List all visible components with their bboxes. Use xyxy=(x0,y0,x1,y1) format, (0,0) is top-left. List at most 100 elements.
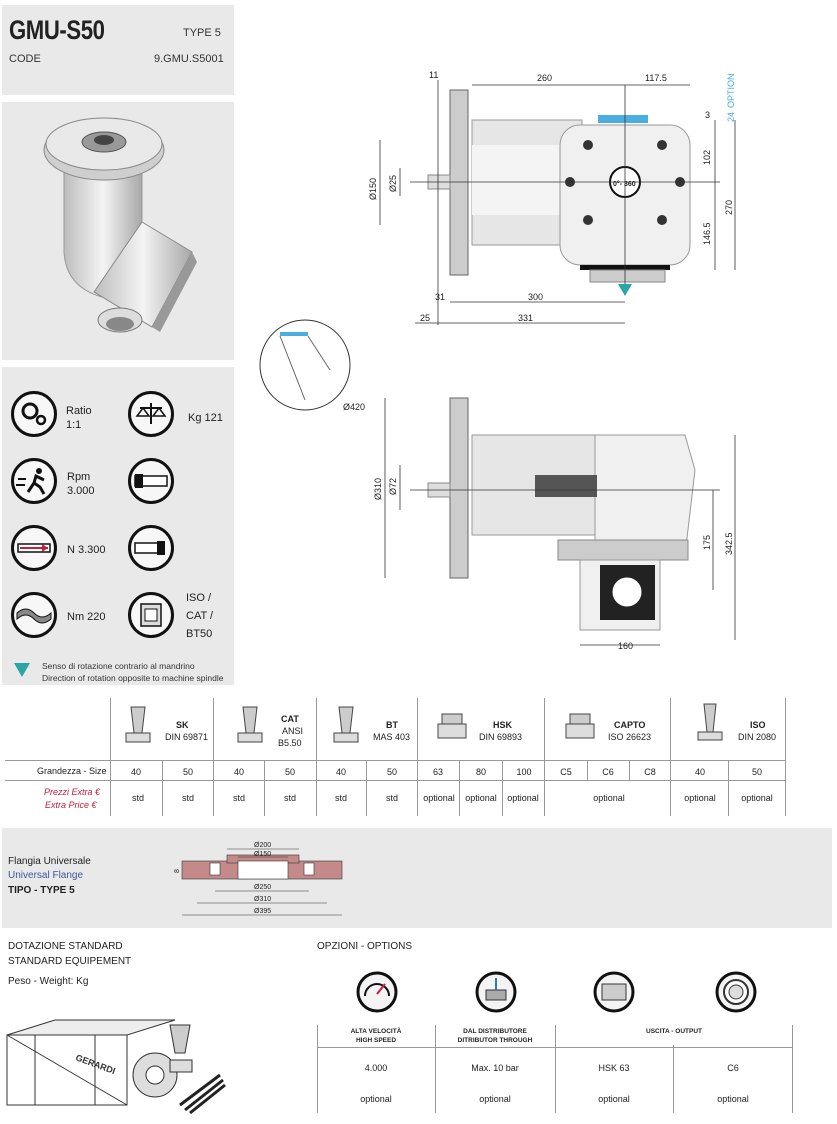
size-label: Grandezza - Size xyxy=(37,766,107,776)
rotation-note-it: Senso di rotazione contrario al mandrino xyxy=(42,661,195,671)
price-0: std xyxy=(131,793,144,803)
model-title: GMU-S50 xyxy=(9,15,105,45)
dim-d150: Ø150 xyxy=(368,178,378,200)
flange-label-it: Flangia Universale xyxy=(8,856,91,867)
rpm-label: Rpm xyxy=(67,471,91,483)
iso-line2: CAT / xyxy=(186,610,214,622)
scale-icon xyxy=(128,391,174,437)
price-11: optional xyxy=(741,793,773,803)
technical-drawing: 11 260 117.5 OPTION 24 3 102 270 146.5 Ø… xyxy=(259,70,736,650)
product-photo-panel xyxy=(2,102,234,360)
flange-d8: 8 xyxy=(174,869,181,873)
iso-sub: DIN 2080 xyxy=(738,732,777,742)
specs-panel: Ratio 1:1 Kg 121 Rpm 3.000 N 3.300 Nm 22… xyxy=(2,367,234,685)
ratio-label: Ratio xyxy=(66,405,92,417)
dim-d310: Ø310 xyxy=(373,478,383,500)
rpm-value: 3.000 xyxy=(67,485,95,497)
force-value: N 3.300 xyxy=(67,544,106,556)
size-9: C5 xyxy=(560,767,572,777)
price-6: optional xyxy=(423,793,455,803)
opt-high-speed-it: ALTA VELOCITÀ xyxy=(350,1028,402,1035)
dim-160: 160 xyxy=(618,641,633,650)
dim-option: OPTION xyxy=(726,73,736,108)
size-6: 63 xyxy=(432,767,443,777)
opt-output: USCITA - OUTPUT xyxy=(646,1028,702,1035)
size-12: 40 xyxy=(694,767,705,777)
size-3: 50 xyxy=(284,767,295,777)
flange-panel: Flangia Universale Universal Flange TIPO… xyxy=(2,828,832,928)
product-image xyxy=(43,117,197,333)
opt-distributor-en: DITRIBUTOR THROUGH xyxy=(457,1037,533,1044)
opt-price-1: optional xyxy=(360,1094,392,1104)
hsk-icon xyxy=(437,713,467,739)
iso-icon xyxy=(697,703,723,741)
price-8: optional xyxy=(507,793,539,803)
capto-icon xyxy=(565,713,595,739)
equipment-image: GERARDI xyxy=(6,1019,226,1115)
taper-interface-icon xyxy=(128,592,174,638)
opt-value-2: Max. 10 bar xyxy=(471,1063,519,1073)
cat-sub2: B5.50 xyxy=(278,738,302,748)
cat-sub: ANSI xyxy=(282,726,304,736)
size-4: 40 xyxy=(335,767,346,777)
runner-icon xyxy=(11,458,57,504)
size-13: 50 xyxy=(751,767,762,777)
bt-icon xyxy=(333,706,359,743)
bt-name: BT xyxy=(386,720,398,730)
flange-d250: Ø250 xyxy=(254,884,271,891)
opt-price-3: optional xyxy=(598,1094,630,1104)
hsk-output-icon xyxy=(593,971,635,1013)
drawbar-icon xyxy=(128,525,174,571)
dim-117-5: 117.5 xyxy=(645,73,667,83)
dim-300: 300 xyxy=(528,292,543,302)
price-4: std xyxy=(334,793,347,803)
size-7: 80 xyxy=(475,767,486,777)
distributor-icon xyxy=(475,971,517,1013)
dim-31: 31 xyxy=(435,292,445,302)
cat-name: CAT xyxy=(281,714,299,724)
flange-type: TIPO - TYPE 5 xyxy=(8,885,75,896)
flange-d150: Ø150 xyxy=(254,851,271,858)
opt-high-speed-en: HIGH SPEED xyxy=(355,1037,397,1044)
dim-rotation: 0°- 360 xyxy=(613,180,636,188)
price-3: std xyxy=(283,793,296,803)
dim-102: 102 xyxy=(702,150,712,165)
iso-name: ISO xyxy=(750,720,766,730)
std-equip-title-it: DOTAZIONE STANDARD xyxy=(8,941,123,952)
price-9: optional xyxy=(593,793,625,803)
tool-table: SK DIN 69871 CAT ANSI B5.50 BT MAS 403 H… xyxy=(0,690,837,820)
size-2: 40 xyxy=(233,767,244,777)
flange-d395: Ø395 xyxy=(254,908,271,915)
options-title: OPZIONI - OPTIONS xyxy=(317,941,413,952)
capto-output-icon xyxy=(715,971,757,1013)
sk-sub: DIN 69871 xyxy=(165,732,209,742)
hsk-sub: DIN 69893 xyxy=(479,732,523,742)
flange-d200: Ø200 xyxy=(254,842,271,849)
dim-d420: Ø420 xyxy=(343,402,365,412)
iso-line3: BT50 xyxy=(186,628,213,640)
ratio-value: 1:1 xyxy=(66,419,82,431)
price-5: std xyxy=(385,793,398,803)
flange-d310: Ø310 xyxy=(254,896,271,903)
size-10: C6 xyxy=(602,767,614,777)
iso-line1: ISO / xyxy=(186,592,212,604)
code-label: CODE xyxy=(9,53,41,65)
code-value: 9.GMU.S5001 xyxy=(154,53,224,65)
torque-value: Nm 220 xyxy=(67,611,106,623)
size-8: 100 xyxy=(516,767,532,777)
header-panel: GMU-S50 TYPE 5 CODE 9.GMU.S5001 xyxy=(2,5,234,95)
dim-11: 11 xyxy=(429,70,438,80)
sk-name: SK xyxy=(176,720,189,730)
opt-value-4: C6 xyxy=(727,1063,739,1073)
weight-value: Kg 121 xyxy=(188,412,223,424)
high-speed-icon xyxy=(356,971,398,1013)
torque-icon xyxy=(11,592,57,638)
flange-label-en: Universal Flange xyxy=(8,870,84,881)
opt-value-1: 4.000 xyxy=(364,1063,388,1073)
rotation-arrow-icon xyxy=(14,663,30,677)
dim-d25: Ø25 xyxy=(388,175,398,192)
force-icon xyxy=(11,525,57,571)
hsk-name: HSK xyxy=(493,720,513,730)
dim-270: 270 xyxy=(724,200,734,215)
capto-name: CAPTO xyxy=(614,720,646,730)
